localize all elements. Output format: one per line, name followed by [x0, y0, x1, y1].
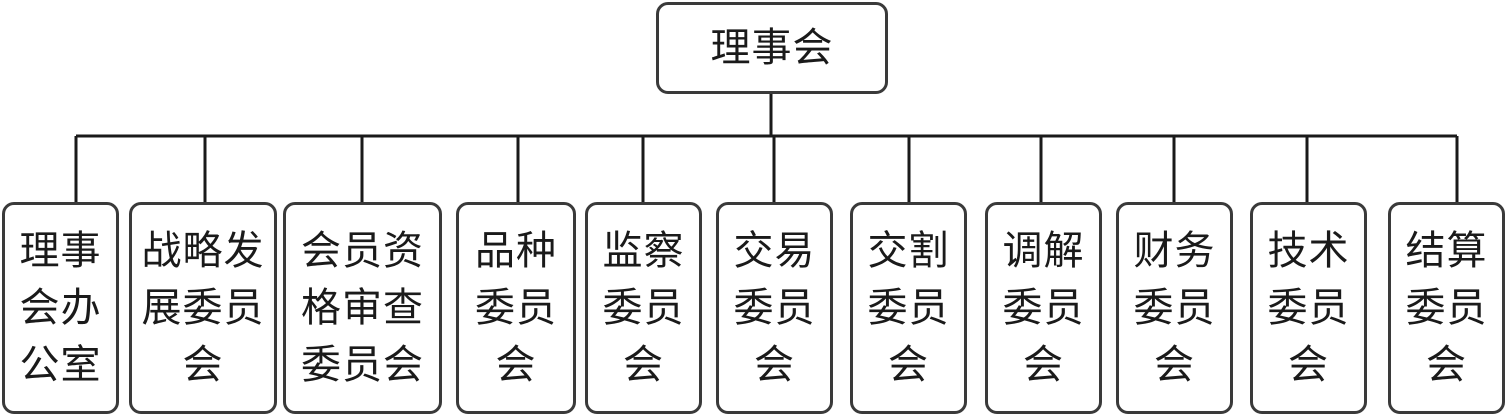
child-node-product-committee: 品种委员会 [456, 202, 576, 414]
root-node-label: 理事会 [710, 25, 834, 71]
child-node-label: 战略发展委员会 [141, 227, 265, 388]
child-node-finance-committee: 财务委员会 [1116, 202, 1233, 414]
child-node-label: 理事会办公室 [19, 227, 102, 388]
child-node-trading-committee: 交易委员会 [716, 202, 833, 414]
child-node-label: 财务委员会 [1133, 227, 1216, 388]
child-node-technology-committee: 技术委员会 [1250, 202, 1367, 414]
child-node-mediation-committee: 调解委员会 [985, 202, 1102, 414]
child-node-strategy-committee: 战略发展委员会 [129, 202, 277, 414]
child-node-label: 会员资格审查委员会 [301, 227, 424, 388]
child-node-label: 调解委员会 [1002, 227, 1085, 388]
child-node-council-office: 理事会办公室 [2, 202, 119, 414]
child-node-label: 交割委员会 [867, 227, 950, 388]
child-node-membership-review-committee: 会员资格审查委员会 [283, 202, 442, 414]
child-node-label: 结算委员会 [1405, 227, 1488, 388]
child-node-label: 交易委员会 [733, 227, 816, 388]
root-node-council: 理事会 [656, 2, 888, 94]
child-node-label: 监察委员会 [602, 227, 685, 388]
child-node-label: 技术委员会 [1267, 227, 1350, 388]
child-node-supervision-committee: 监察委员会 [585, 202, 702, 414]
child-node-label: 品种委员会 [475, 227, 557, 388]
child-node-settlement-committee: 结算委员会 [1388, 202, 1505, 414]
child-node-delivery-committee: 交割委员会 [850, 202, 967, 414]
